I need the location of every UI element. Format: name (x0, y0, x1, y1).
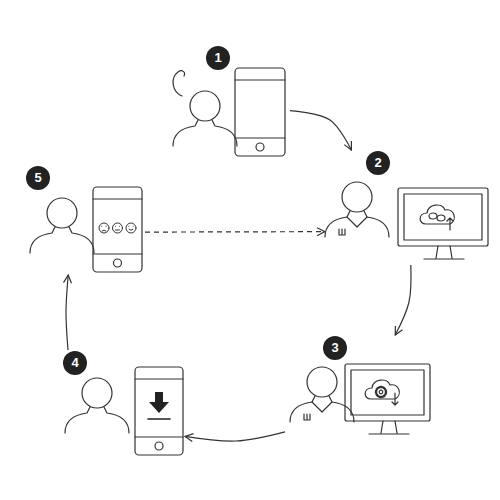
patient-figure (173, 71, 237, 146)
phone (93, 187, 142, 272)
clinician-figure (325, 182, 389, 237)
cloud-upload-icon (420, 205, 454, 230)
flow-arrow (145, 231, 325, 233)
hearing-aid (173, 71, 184, 96)
patient-figure (65, 378, 129, 433)
flow-arrow (290, 111, 351, 150)
step-group: 1 (160, 45, 290, 160)
flow-arrow (395, 265, 411, 335)
step-group: 3 (285, 335, 432, 445)
step-number: 4 (63, 351, 87, 375)
patient-figure (30, 198, 94, 253)
step-number: 1 (206, 46, 230, 70)
step-group: 5 (25, 165, 145, 275)
step-group: 2 (325, 150, 490, 265)
monitor (345, 364, 430, 434)
flow-arrow (185, 432, 285, 441)
phone (135, 367, 183, 455)
download-icon (148, 392, 170, 419)
monitor (398, 188, 488, 259)
step-group: 4 (60, 350, 185, 458)
phone (235, 68, 285, 156)
cloud-settings-icon (365, 380, 399, 405)
step-number: 2 (366, 151, 390, 175)
step-number: 5 (26, 166, 50, 190)
flow-arrow (66, 275, 68, 350)
step-number: 3 (323, 336, 347, 360)
rating-faces (99, 223, 136, 233)
